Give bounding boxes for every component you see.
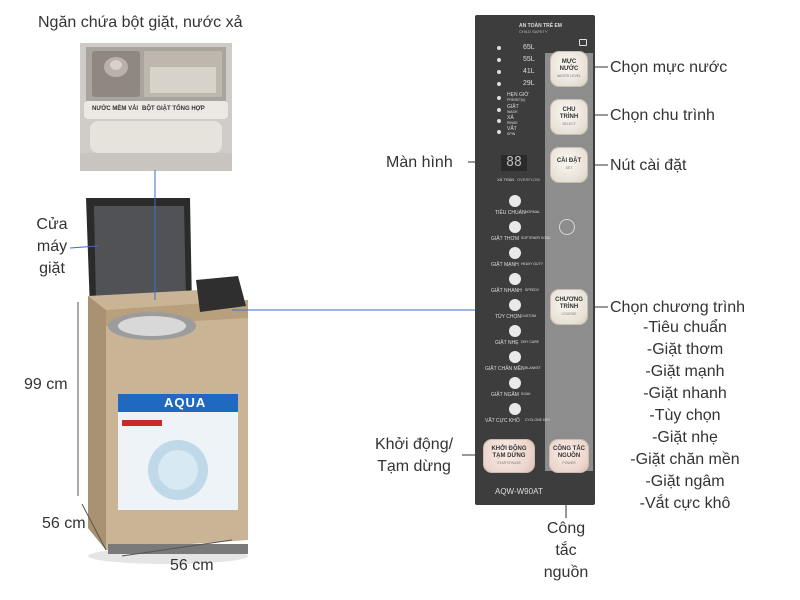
water-level-65-indicator: [497, 46, 501, 50]
course-softener-icon: [509, 221, 521, 233]
power-switch-label: Công tắc nguồn: [543, 520, 589, 581]
water-level-41-label: 41L: [523, 68, 535, 75]
program-item: -Tùy chọn: [649, 407, 721, 424]
detergent-drawer-photo: NƯỚC MỀM VẢI BỘT GIẶT TỔNG HỢP: [80, 43, 232, 171]
course-blanket-label: GIẶT CHĂN MỀN: [485, 366, 525, 372]
washing-machine-image: AQUA: [78, 188, 258, 568]
program-item: -Giặt nhẹ: [652, 429, 718, 446]
water-level-29-label: 29L: [523, 80, 535, 87]
course-normal-en-label: NORMAL: [525, 210, 540, 214]
water-level-55-indicator: [497, 58, 501, 62]
course-soak-en-label: SOAK: [521, 392, 531, 396]
course-soak-label: GIẶT NGÂM: [491, 392, 519, 398]
height-label: 99 cm: [24, 376, 68, 393]
setting-button[interactable]: CÀI ĐẶT SET: [550, 147, 588, 183]
detergent-drawer-label: Ngăn chứa bột giặt, nước xả: [38, 14, 243, 31]
child-safety-label: AN TOÀN TRẺ EM: [519, 23, 562, 29]
program-item: -Tiêu chuẩn: [643, 319, 727, 336]
lock-icon: [579, 39, 587, 46]
course-blanket-en-label: BLANKET: [525, 366, 541, 370]
child-safety-en-label: CHILD SAFETY: [519, 29, 548, 34]
course-speedy-icon: [509, 273, 521, 285]
course-heavy-en-label: HEAVY DUTY: [521, 262, 544, 266]
course-speedy-en-label: SPEEDY: [525, 288, 540, 292]
course-softener-label: GIẶT THƠM: [491, 236, 519, 242]
start-pause-button[interactable]: KHỞI ĐỘNG TẠM DỪNG START/PAUSE: [483, 439, 535, 473]
rinse-label: XẢ: [507, 115, 514, 121]
overflow-en-label: OVERFLOW: [517, 177, 540, 182]
setting-label: Nút cài đặt: [610, 157, 687, 174]
width-label: 56 cm: [170, 557, 214, 574]
model-label: AQW-W90AT: [495, 487, 543, 496]
timer-indicator: [497, 96, 501, 100]
eco-icon: [559, 219, 575, 235]
program-item: -Giặt nhanh: [643, 385, 727, 402]
program-item: -Giặt thơm: [646, 341, 724, 358]
wash-en-label: WASH: [507, 110, 518, 114]
display-label: Màn hình: [386, 154, 453, 171]
rinse-en-label: RINSE: [507, 121, 518, 125]
overflow-label: XẢ TRÀN: [497, 177, 515, 182]
program-list: -Tiêu chuẩn -Giặt thơm -Giặt mạnh -Giặt …: [610, 317, 760, 515]
program-label: Chọn chương trình: [610, 299, 746, 316]
course-custom-icon: [509, 299, 521, 311]
course-softener-en-label: SOFTENER SOAK: [521, 236, 551, 240]
spin-en-label: SPIN: [507, 132, 516, 136]
water-level-button[interactable]: MỰC NƯỚC WATER LEVEL: [550, 51, 588, 87]
softener-compartment-label: NƯỚC MỀM VẢI: [92, 106, 139, 112]
course-cyclone-icon: [509, 403, 521, 415]
course-custom-en-label: CUSTOM: [521, 314, 537, 318]
course-normal-label: TIÊU CHUẨN: [495, 210, 526, 216]
course-soak-icon: [509, 377, 521, 389]
course-heavy-label: GIẶT MẠNH: [491, 262, 519, 268]
wash-indicator: [497, 108, 501, 112]
timer-en-label: PRESET(h): [507, 98, 526, 102]
brand-logo: AQUA: [164, 395, 207, 410]
power-button[interactable]: CÔNG TẮC NGUỒN POWER: [549, 439, 589, 473]
water-level-29-indicator: [497, 82, 501, 86]
door-label: Cửa máy giặt: [36, 216, 68, 277]
spin-indicator: [497, 130, 501, 134]
course-cyclone-en-label: CYCLONE DRY: [525, 418, 551, 422]
digital-display: 88: [501, 155, 527, 171]
start-pause-label: Khởi động/ Tạm dừng: [374, 436, 454, 475]
course-drycare-en-label: DRY CARE: [521, 340, 539, 344]
water-level-55-label: 55L: [523, 56, 535, 63]
cycle-select-button[interactable]: CHU TRÌNH SELECT: [550, 99, 588, 135]
course-cyclone-label: VẮT CỰC KHÔ: [485, 418, 520, 424]
control-panel: AN TOÀN TRẺ EM CHILD SAFETY 65L 55L 41L …: [475, 15, 595, 505]
water-level-label: Chọn mực nước: [610, 59, 728, 76]
course-normal-icon: [509, 195, 521, 207]
program-item: -Giặt ngâm: [645, 473, 725, 490]
course-drycare-icon: [509, 325, 521, 337]
program-item: -Giặt chăn mền: [630, 451, 740, 468]
depth-label: 56 cm: [42, 515, 86, 532]
timer-label: HẸN GIỜ: [507, 92, 529, 98]
course-heavy-icon: [509, 247, 521, 259]
course-drycare-label: GIẶT NHẸ: [495, 340, 519, 346]
water-level-41-indicator: [497, 70, 501, 74]
program-select-button[interactable]: CHƯƠNG TRÌNH COURSE: [550, 289, 588, 325]
course-blanket-icon: [509, 351, 521, 363]
course-custom-label: TÙY CHỌN: [495, 314, 522, 320]
program-item: -Giặt mạnh: [645, 363, 725, 380]
cycle-label: Chọn chu trình: [610, 107, 715, 124]
wash-label: GIẶT: [507, 104, 519, 110]
program-item: -Vắt cực khô: [639, 495, 731, 512]
detergent-compartment-label: BỘT GIẶT TỔNG HỢP: [142, 106, 205, 112]
rinse-indicator: [497, 119, 501, 123]
water-level-65-label: 65L: [523, 44, 535, 51]
course-speedy-label: GIẶT NHANH: [491, 288, 522, 294]
spin-label: VẮT: [507, 126, 517, 132]
